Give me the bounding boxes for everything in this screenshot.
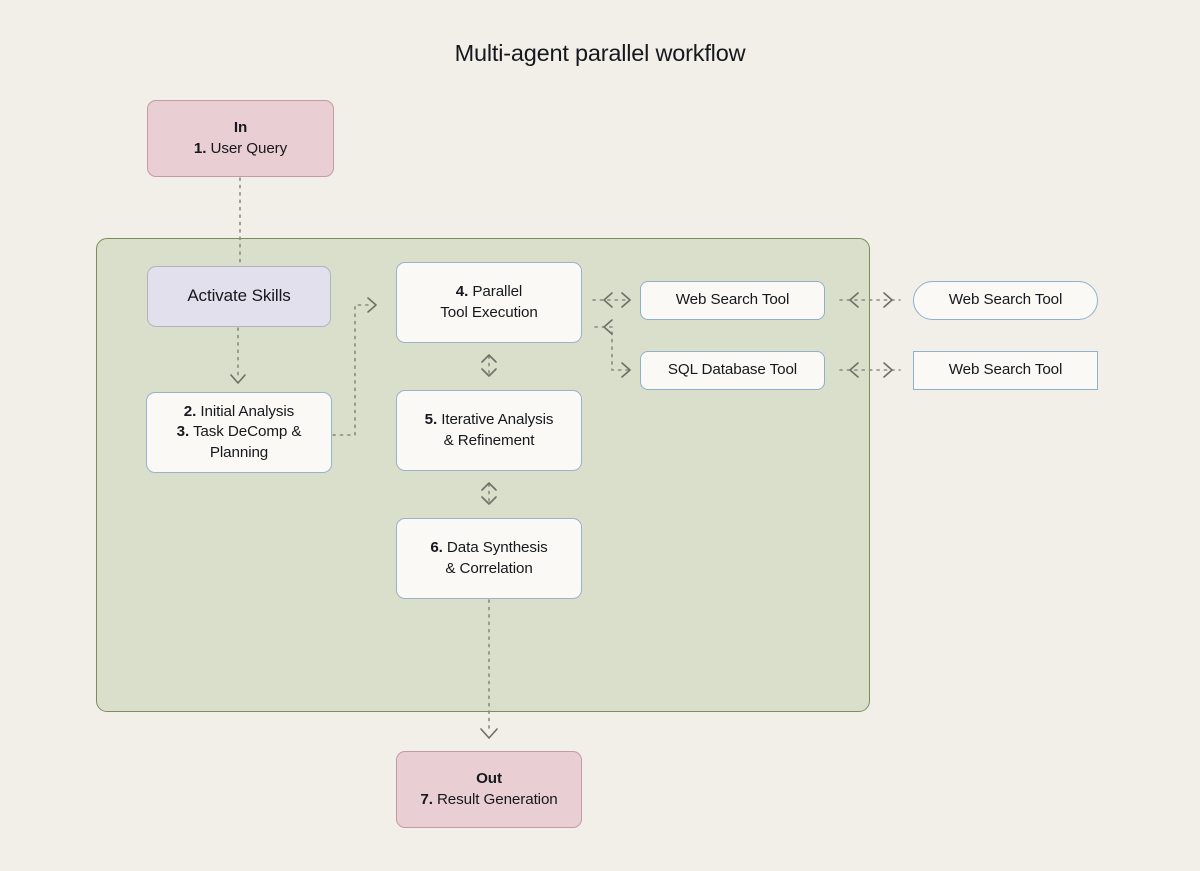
node-web-search-tool-outer-2[interactable]: Web Search Tool [913,351,1098,390]
node-initial-analysis-task-decomp[interactable]: 2. Initial Analysis 3. Task DeComp & Pla… [146,392,332,473]
node-parallel-tool-execution[interactable]: 4. Parallel Tool Execution [396,262,582,343]
node-input-label: 1. User Query [193,139,288,157]
node-output-result-generation[interactable]: Out 7. Result Generation [396,751,582,828]
node-web-search-tool-outer-2-label: Web Search Tool [948,361,1063,379]
node-web-search-tool-inner-label: Web Search Tool [675,291,790,309]
node-web-search-tool-outer-1[interactable]: Web Search Tool [913,281,1098,320]
node-input-user-query[interactable]: In 1. User Query [147,100,334,177]
node-synthesis-line-2: & Correlation [445,559,533,577]
node-web-search-tool-inner[interactable]: Web Search Tool [640,281,825,320]
node-activate-skills[interactable]: Activate Skills [147,266,331,327]
node-output-badge: Out [476,770,502,788]
node-analysis-line-1: 2. Initial Analysis [183,403,295,421]
node-synthesis-line-1: 6. Data Synthesis [430,539,548,557]
arrowhead-down-output [480,728,498,739]
node-sql-database-tool-label: SQL Database Tool [667,361,798,379]
node-output-label: 7. Result Generation [420,790,558,808]
arrowhead-right-web-outer1 [883,292,893,308]
arrowhead-right-web-outer2 [883,362,893,378]
node-iterative-analysis-refinement[interactable]: 5. Iterative Analysis & Refinement [396,390,582,471]
node-iterative-line-2: & Refinement [443,431,535,449]
node-data-synthesis-correlation[interactable]: 6. Data Synthesis & Correlation [396,518,582,599]
node-web-search-tool-outer-1-label: Web Search Tool [948,291,1063,309]
node-iterative-line-1: 5. Iterative Analysis [424,411,554,429]
node-activate-skills-label: Activate Skills [187,286,291,306]
page-title: Multi-agent parallel workflow [454,40,746,66]
node-parallel-line-2: Tool Execution [440,303,538,321]
node-analysis-line-3: Planning [209,443,269,461]
node-analysis-line-2: 3. Task DeComp & [176,423,302,441]
node-input-badge: In [233,119,248,137]
node-parallel-line-1: 4. Parallel [455,283,523,301]
node-sql-database-tool[interactable]: SQL Database Tool [640,351,825,390]
